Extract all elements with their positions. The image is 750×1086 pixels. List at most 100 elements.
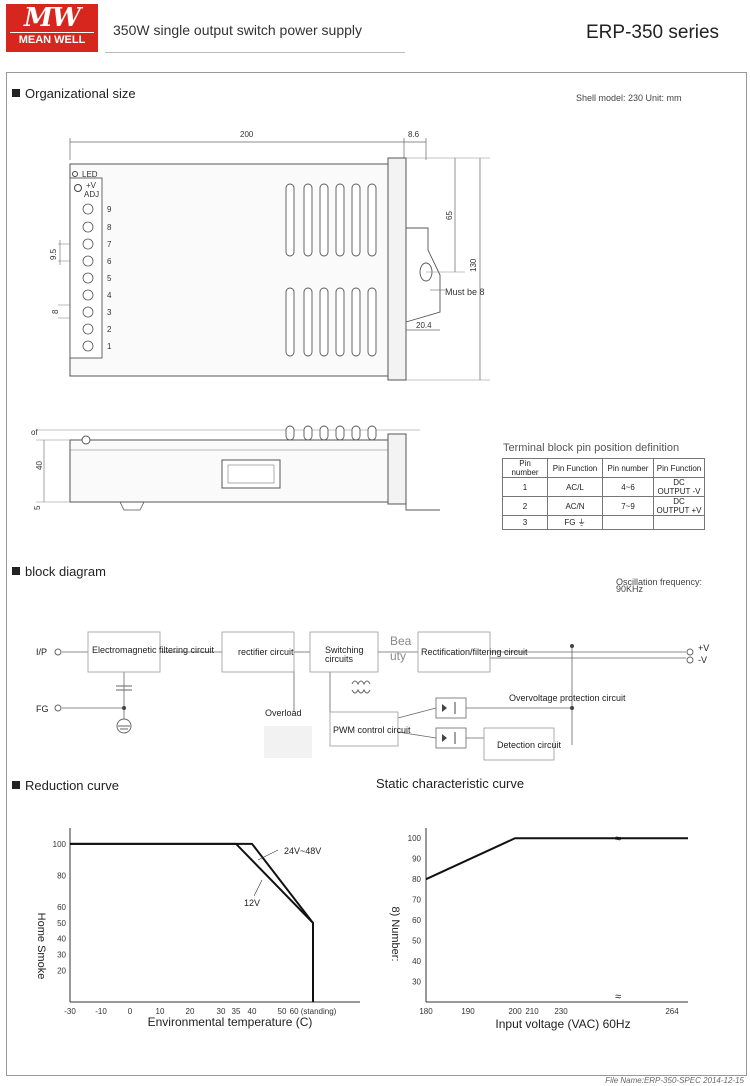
y-tick-label: 20 — [57, 966, 66, 975]
dim-130: 130 — [469, 258, 478, 272]
y-tick-label: 70 — [412, 896, 421, 905]
switching-label: Switching circuits — [325, 645, 364, 664]
header: MW MEAN WELL 350W single output switch p… — [0, 0, 750, 62]
emf-label: Electromagnetic filtering circuit — [92, 645, 215, 655]
pin-cell: DC OUTPUT +V — [653, 496, 705, 516]
y-tick-label: 100 — [408, 834, 422, 843]
terminal-num: 6 — [107, 257, 112, 266]
static-section-title: Static characteristic curve — [376, 776, 525, 791]
axis-break-icon: ≈ — [615, 833, 621, 845]
series-label: 12V — [244, 898, 260, 908]
optocoupler-icon — [435, 727, 467, 749]
brand-logo: MW MEAN WELL — [6, 4, 98, 52]
emf-box — [87, 631, 161, 673]
end-cap — [387, 157, 407, 381]
pin-table-title: Terminal block pin position definition — [503, 442, 680, 454]
x-tick-label: 230 — [554, 1007, 568, 1016]
logo-mark: MW — [24, 3, 81, 33]
x-tick-label: 60 (standing) — [290, 1007, 337, 1016]
pin-cell: 1 — [502, 477, 548, 497]
rectifier-box — [221, 631, 295, 673]
adj-label: ADJ — [84, 190, 99, 199]
pin-cell: AC/L — [547, 477, 603, 497]
y-tick-label: 90 — [412, 855, 421, 864]
vent-slots-lower — [285, 287, 377, 357]
series-label: 24V~48V — [284, 846, 321, 856]
y-tick-label: 100 — [53, 840, 67, 849]
terminal-num: 8 — [107, 223, 112, 232]
outline-drawing: 200 8.6 65 130 20.4 Must be 8 LED +V ADJ… — [31, 130, 490, 511]
series-line — [70, 842, 314, 1002]
pin-cell: AC/N — [547, 496, 603, 516]
x-tick-label: 30 — [217, 1007, 226, 1016]
fg-terminal-icon — [54, 704, 62, 712]
terminal-num: 3 — [107, 308, 112, 317]
y-tick-label: 40 — [57, 935, 66, 944]
org-section-title: Organizational size — [12, 86, 136, 101]
pin-header-cell: Pin Function — [653, 458, 705, 478]
y-tick-label: 50 — [57, 919, 66, 928]
pin-table: Pin number Pin Function Pin number Pin F… — [502, 458, 705, 530]
terminal-num: 7 — [107, 240, 112, 249]
dim-8-6: 8.6 — [408, 130, 420, 139]
switching-box — [309, 631, 379, 673]
dim-65: 65 — [445, 211, 454, 220]
terminal-num: 2 — [107, 325, 112, 334]
x-tick-label: 180 — [419, 1007, 433, 1016]
x-tick-label: 10 — [156, 1007, 165, 1016]
transformer-icon — [351, 680, 371, 686]
bracket-side — [405, 480, 440, 511]
vminus-output-label: -V — [698, 655, 707, 665]
terminal-num: 5 — [107, 274, 112, 283]
terminal-num: 4 — [107, 291, 112, 300]
x-tick-label: -30 — [64, 1007, 76, 1016]
x-tick-label: 50 — [278, 1007, 287, 1016]
x-tick-label: 200 — [508, 1007, 522, 1016]
ovp-label: Overvoltage protection circuit — [509, 693, 626, 703]
shell-model-label: Shell model: 230 Unit: mm — [576, 93, 682, 103]
dim-of: of — [31, 428, 38, 437]
osc-value: 90KHz — [616, 584, 644, 594]
bullet-square-icon — [12, 89, 20, 97]
series-title: ERP-350 series — [586, 22, 720, 43]
pin-cell: 2 — [502, 496, 548, 516]
y-axis-label: Home Smoke — [35, 913, 47, 980]
ground-screw-icon — [81, 435, 91, 445]
pin-cell: FG ⏚ — [547, 515, 603, 530]
block-section-title: block diagram — [12, 564, 106, 579]
block-diagram — [54, 631, 694, 761]
detect-box — [483, 727, 555, 761]
adj-potentiometer-icon — [74, 184, 82, 192]
osc-label: Oscillation frequency: — [616, 577, 703, 587]
y-tick-label: 50 — [412, 937, 421, 946]
y-axis-label: 8) Number: — [389, 906, 401, 961]
dim-9-5: 9.5 — [49, 248, 58, 260]
table-row: 1 AC/L 4~6 DC OUTPUT -V — [502, 477, 705, 497]
detect-label: Detection circuit — [497, 740, 562, 750]
mounting-bracket — [405, 227, 441, 323]
y-tick-label: 40 — [412, 957, 421, 966]
x-axis-label: Environmental temperature (C) — [148, 1015, 313, 1029]
beauty-label: Bea uty — [390, 634, 412, 663]
ip-label: I/P — [36, 647, 48, 657]
dim-40: 40 — [35, 461, 44, 470]
dim-8: 8 — [51, 309, 60, 314]
y-tick-label: 30 — [57, 951, 66, 960]
overload-label: Overload — [265, 708, 302, 718]
pin-cell: 3 — [502, 515, 548, 530]
vent-slots-upper — [285, 183, 377, 257]
document-subtitle: 350W single output switch power supply — [113, 22, 363, 38]
pin-header-cell: Pin number — [602, 458, 654, 478]
bullet-square-icon — [12, 781, 20, 789]
header-divider — [105, 52, 405, 53]
case-top-view — [69, 163, 389, 377]
vent-slots-side — [285, 425, 377, 441]
vplus-output-label: +V — [698, 643, 710, 653]
y-tick-label: 30 — [412, 978, 421, 987]
axis-break-icon: ≈ — [615, 991, 621, 1003]
pin-cell: 4~6 — [602, 477, 654, 497]
x-tick-label: 0 — [128, 1007, 133, 1016]
terminal-num: 9 — [107, 205, 112, 214]
output-vminus-terminal-icon — [686, 656, 694, 664]
